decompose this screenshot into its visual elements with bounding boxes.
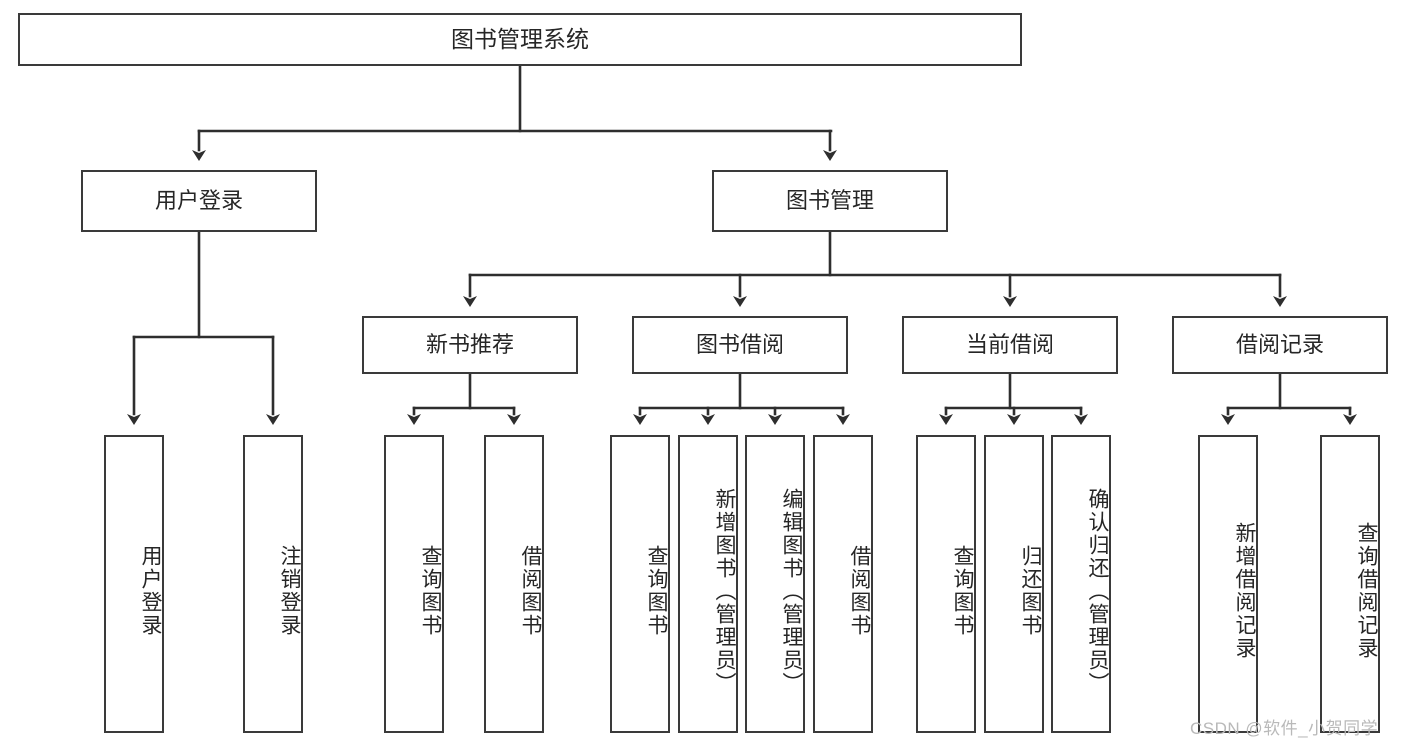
node-leaf-user-login-label: 用户登录: [139, 545, 162, 637]
csdn-watermark: CSDN @软件_小贺同学: [1190, 719, 1379, 738]
node-leaf-add-record[interactable]: 新增借阅记录: [1198, 435, 1258, 733]
node-leaf-borrow-book-2-label: 借阅图书: [848, 545, 871, 637]
node-leaf-return-book-label: 归还图书: [1019, 545, 1042, 637]
node-book-manage-label: 图书管理: [785, 188, 874, 214]
node-root[interactable]: 图书管理系统: [18, 13, 1022, 66]
node-leaf-borrow-book-1[interactable]: 借阅图书: [484, 435, 544, 733]
node-leaf-logout-login-label: 注销登录: [278, 545, 301, 637]
node-leaf-user-login[interactable]: 用户登录: [104, 435, 164, 733]
node-leaf-add-record-label: 新增借阅记录: [1233, 522, 1256, 660]
node-book-borrow-label: 图书借阅: [695, 332, 784, 358]
node-new-book-recommend-label: 新书推荐: [425, 332, 514, 358]
node-leaf-query-book-1[interactable]: 查询图书: [384, 435, 444, 733]
node-leaf-query-book-2[interactable]: 查询图书: [610, 435, 670, 733]
node-leaf-query-record-label: 查询借阅记录: [1355, 522, 1378, 660]
node-book-manage[interactable]: 图书管理: [712, 170, 948, 232]
node-leaf-borrow-book-2[interactable]: 借阅图书: [813, 435, 873, 733]
node-leaf-query-record[interactable]: 查询借阅记录: [1320, 435, 1380, 733]
node-borrow-record-label: 借阅记录: [1235, 332, 1324, 358]
node-leaf-confirm-return-label: 确认归还（管理员）: [1086, 487, 1109, 695]
node-leaf-edit-book[interactable]: 编辑图书（管理员）: [745, 435, 805, 733]
node-user-login[interactable]: 用户登录: [81, 170, 317, 232]
node-leaf-query-book-2-label: 查询图书: [645, 545, 668, 637]
node-leaf-query-book-3[interactable]: 查询图书: [916, 435, 976, 733]
node-leaf-add-book[interactable]: 新增图书（管理员）: [678, 435, 738, 733]
node-current-borrow[interactable]: 当前借阅: [902, 316, 1118, 374]
node-new-book-recommend[interactable]: 新书推荐: [362, 316, 578, 374]
node-leaf-add-book-label: 新增图书（管理员）: [713, 487, 736, 695]
node-leaf-edit-book-label: 编辑图书（管理员）: [780, 487, 803, 695]
node-current-borrow-label: 当前借阅: [965, 332, 1054, 358]
node-borrow-record[interactable]: 借阅记录: [1172, 316, 1388, 374]
node-leaf-logout-login[interactable]: 注销登录: [243, 435, 303, 733]
node-user-login-label: 用户登录: [154, 188, 243, 214]
node-leaf-query-book-1-label: 查询图书: [419, 545, 442, 637]
node-leaf-query-book-3-label: 查询图书: [951, 545, 974, 637]
node-root-label: 图书管理系统: [451, 25, 589, 52]
node-leaf-confirm-return[interactable]: 确认归还（管理员）: [1051, 435, 1111, 733]
node-leaf-return-book[interactable]: 归还图书: [984, 435, 1044, 733]
node-leaf-borrow-book-1-label: 借阅图书: [519, 545, 542, 637]
node-book-borrow[interactable]: 图书借阅: [632, 316, 848, 374]
